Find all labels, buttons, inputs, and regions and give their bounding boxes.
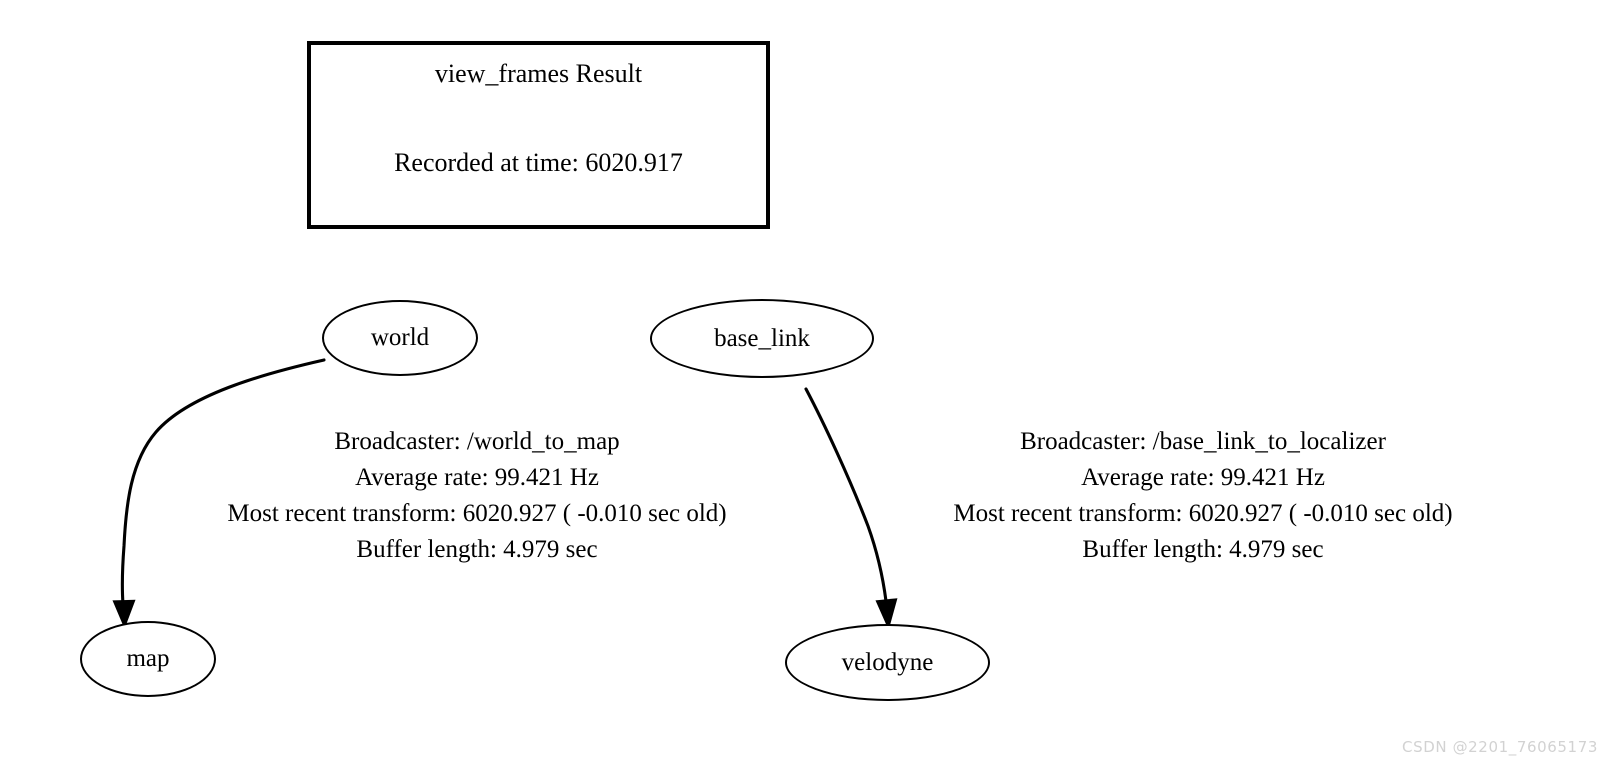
edge-most-recent-transform: Most recent transform: 6020.927 ( -0.010… [953, 500, 1453, 527]
result-title-box: view_frames Result Recorded at time: 602… [307, 41, 770, 229]
frame-node-world[interactable]: world [322, 300, 478, 376]
result-heading: view_frames Result [434, 59, 643, 88]
edge-broadcaster: Broadcaster: /base_link_to_localizer [1020, 428, 1386, 455]
frame-node-velodyne[interactable]: velodyne [785, 624, 990, 701]
frame-node-label: base_link [714, 324, 810, 352]
edge-label-world-to-map: Broadcaster: /world_to_map Average rate:… [133, 424, 821, 568]
frame-node-label: world [370, 324, 430, 351]
edge-base-link-to-velodyne [804, 387, 898, 631]
edge-most-recent-transform: Most recent transform: 6020.927 ( -0.010… [227, 500, 727, 527]
edge-buffer-length: Buffer length: 4.979 sec [356, 536, 598, 563]
edge-world-to-map [112, 358, 326, 629]
csdn-watermark: CSDN @2201_76065173 [1402, 738, 1598, 756]
edge-average-rate: Average rate: 99.421 Hz [355, 464, 599, 491]
edge-buffer-length: Buffer length: 4.979 sec [1082, 536, 1324, 563]
frame-node-label: map [126, 645, 170, 672]
recorded-at-time: Recorded at time: 6020.917 [394, 148, 683, 177]
edge-average-rate: Average rate: 99.421 Hz [1081, 464, 1325, 491]
frame-node-map[interactable]: map [80, 621, 216, 697]
frame-node-label: velodyne [841, 648, 934, 676]
edge-broadcaster: Broadcaster: /world_to_map [334, 428, 620, 455]
frame-node-base-link[interactable]: base_link [650, 299, 874, 378]
edge-label-base-link-to-velodyne: Broadcaster: /base_link_to_localizer Ave… [858, 424, 1548, 568]
